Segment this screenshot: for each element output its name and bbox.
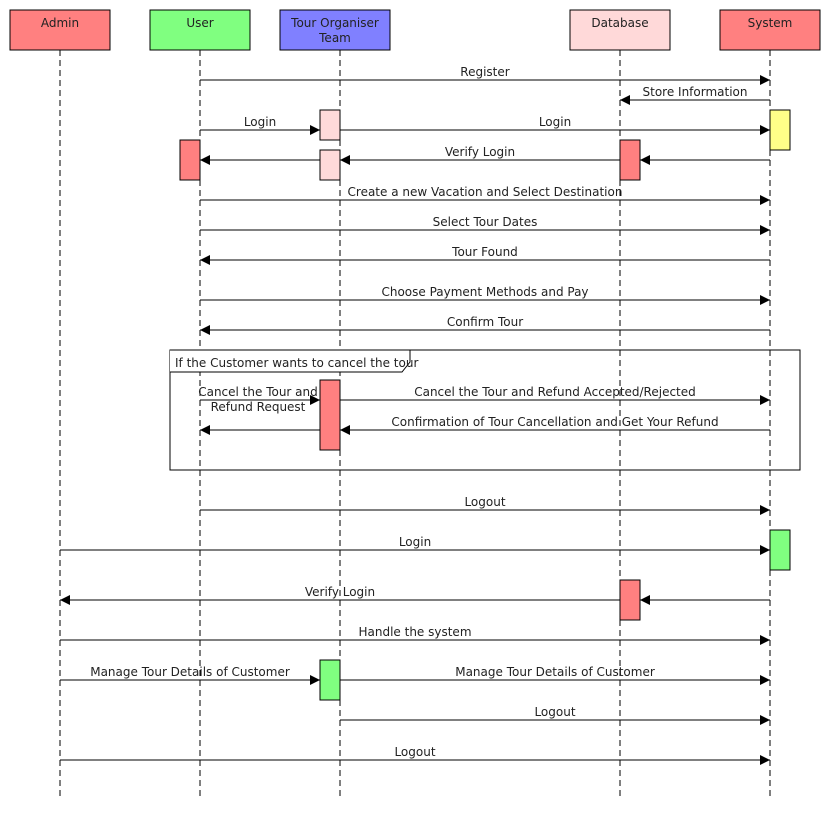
message-label: Verify Login bbox=[445, 145, 515, 159]
message-label: Create a new Vacation and Select Destina… bbox=[348, 185, 623, 199]
fragment-tab bbox=[170, 349, 411, 373]
message-label: Manage Tour Details of Customer bbox=[455, 665, 655, 679]
activation-database-admin-verify bbox=[619, 579, 641, 621]
message-logout-admin: Logout bbox=[60, 745, 770, 765]
actor-team-box bbox=[279, 9, 391, 51]
message-label: Logout bbox=[464, 495, 505, 509]
message-manage-details-team: Manage Tour Details of Customer bbox=[340, 665, 770, 685]
activation-system-admin-login bbox=[769, 529, 791, 571]
message-label: Verify Login bbox=[305, 585, 375, 599]
actor-system-box bbox=[719, 9, 821, 51]
message-register: Register bbox=[200, 65, 770, 85]
message-label: Login bbox=[244, 115, 276, 129]
message-verify-login: Verify Login bbox=[340, 145, 620, 165]
activation-team-manage bbox=[319, 659, 341, 701]
actor-system: System bbox=[719, 9, 821, 51]
message-tour-found: Tour Found bbox=[200, 245, 770, 265]
actor-database-box bbox=[569, 9, 671, 51]
message-label: Handle the system bbox=[358, 625, 471, 639]
message-verify-login-admin: Verify Login bbox=[60, 585, 620, 605]
message-label: Choose Payment Methods and Pay bbox=[381, 285, 588, 299]
message-login-user-team: Login bbox=[200, 115, 320, 135]
actor-admin-box bbox=[9, 9, 111, 51]
message-login-admin: Login bbox=[60, 535, 770, 555]
activation-team-cancel bbox=[319, 379, 341, 451]
message-confirmation-cancellation: Confirmation of Tour Cancellation and Ge… bbox=[200, 415, 719, 435]
actor-admin-label: Admin bbox=[41, 16, 79, 30]
message-logout-user: Logout bbox=[200, 495, 770, 515]
activation-database-verify bbox=[619, 139, 641, 181]
message-label: Manage Tour Details of Customer bbox=[90, 665, 290, 679]
activation-system-login bbox=[769, 109, 791, 151]
message-label: Login bbox=[539, 115, 571, 129]
actor-user-box bbox=[149, 9, 251, 51]
message-label: Logout bbox=[534, 705, 575, 719]
actor-admin: Admin bbox=[9, 9, 111, 51]
message-cancel-accepted-rejected: Cancel the Tour and Refund Accepted/Reje… bbox=[340, 385, 770, 405]
message-label: Logout bbox=[394, 745, 435, 759]
actor-database-label: Database bbox=[591, 16, 648, 30]
message-label: Cancel the Tour and Refund Accepted/Reje… bbox=[414, 385, 696, 399]
alt-fragment: If the Customer wants to cancel the tour bbox=[169, 349, 801, 471]
actor-user-label: User bbox=[186, 16, 213, 30]
message-choose-payment: Choose Payment Methods and Pay bbox=[200, 285, 770, 305]
message-confirm-tour: Confirm Tour bbox=[200, 315, 770, 335]
message-label: Select Tour Dates bbox=[433, 215, 538, 229]
message-create-vacation: Create a new Vacation and Select Destina… bbox=[200, 185, 770, 205]
message-label: Confirm Tour bbox=[447, 315, 523, 329]
message-login-team-system: Login bbox=[340, 115, 770, 135]
activation-bars bbox=[179, 109, 791, 701]
message-label: Login bbox=[399, 535, 431, 549]
message-manage-details-admin: Manage Tour Details of Customer bbox=[60, 665, 320, 685]
message-handle-system: Handle the system bbox=[60, 625, 770, 645]
message-label: Register bbox=[460, 65, 509, 79]
message-label: Store Information bbox=[643, 85, 748, 99]
fragment-label: If the Customer wants to cancel the tour bbox=[175, 356, 418, 370]
message-label: Confirmation of Tour Cancellation and Ge… bbox=[391, 415, 718, 429]
activation-team-verify bbox=[319, 149, 341, 181]
message-label: Tour Found bbox=[451, 245, 518, 259]
activation-team-login bbox=[319, 109, 341, 141]
messages: Register Store Information Login Login V… bbox=[60, 65, 770, 765]
actor-database: Database bbox=[569, 9, 671, 51]
actor-system-label: System bbox=[748, 16, 793, 30]
activation-user-verify bbox=[179, 139, 201, 181]
message-select-tour-dates: Select Tour Dates bbox=[200, 215, 770, 235]
fragment-frame bbox=[169, 349, 801, 471]
message-store-information: Store Information bbox=[620, 85, 770, 105]
message-logout-team: Logout bbox=[340, 705, 770, 725]
actor-user: User bbox=[149, 9, 251, 51]
